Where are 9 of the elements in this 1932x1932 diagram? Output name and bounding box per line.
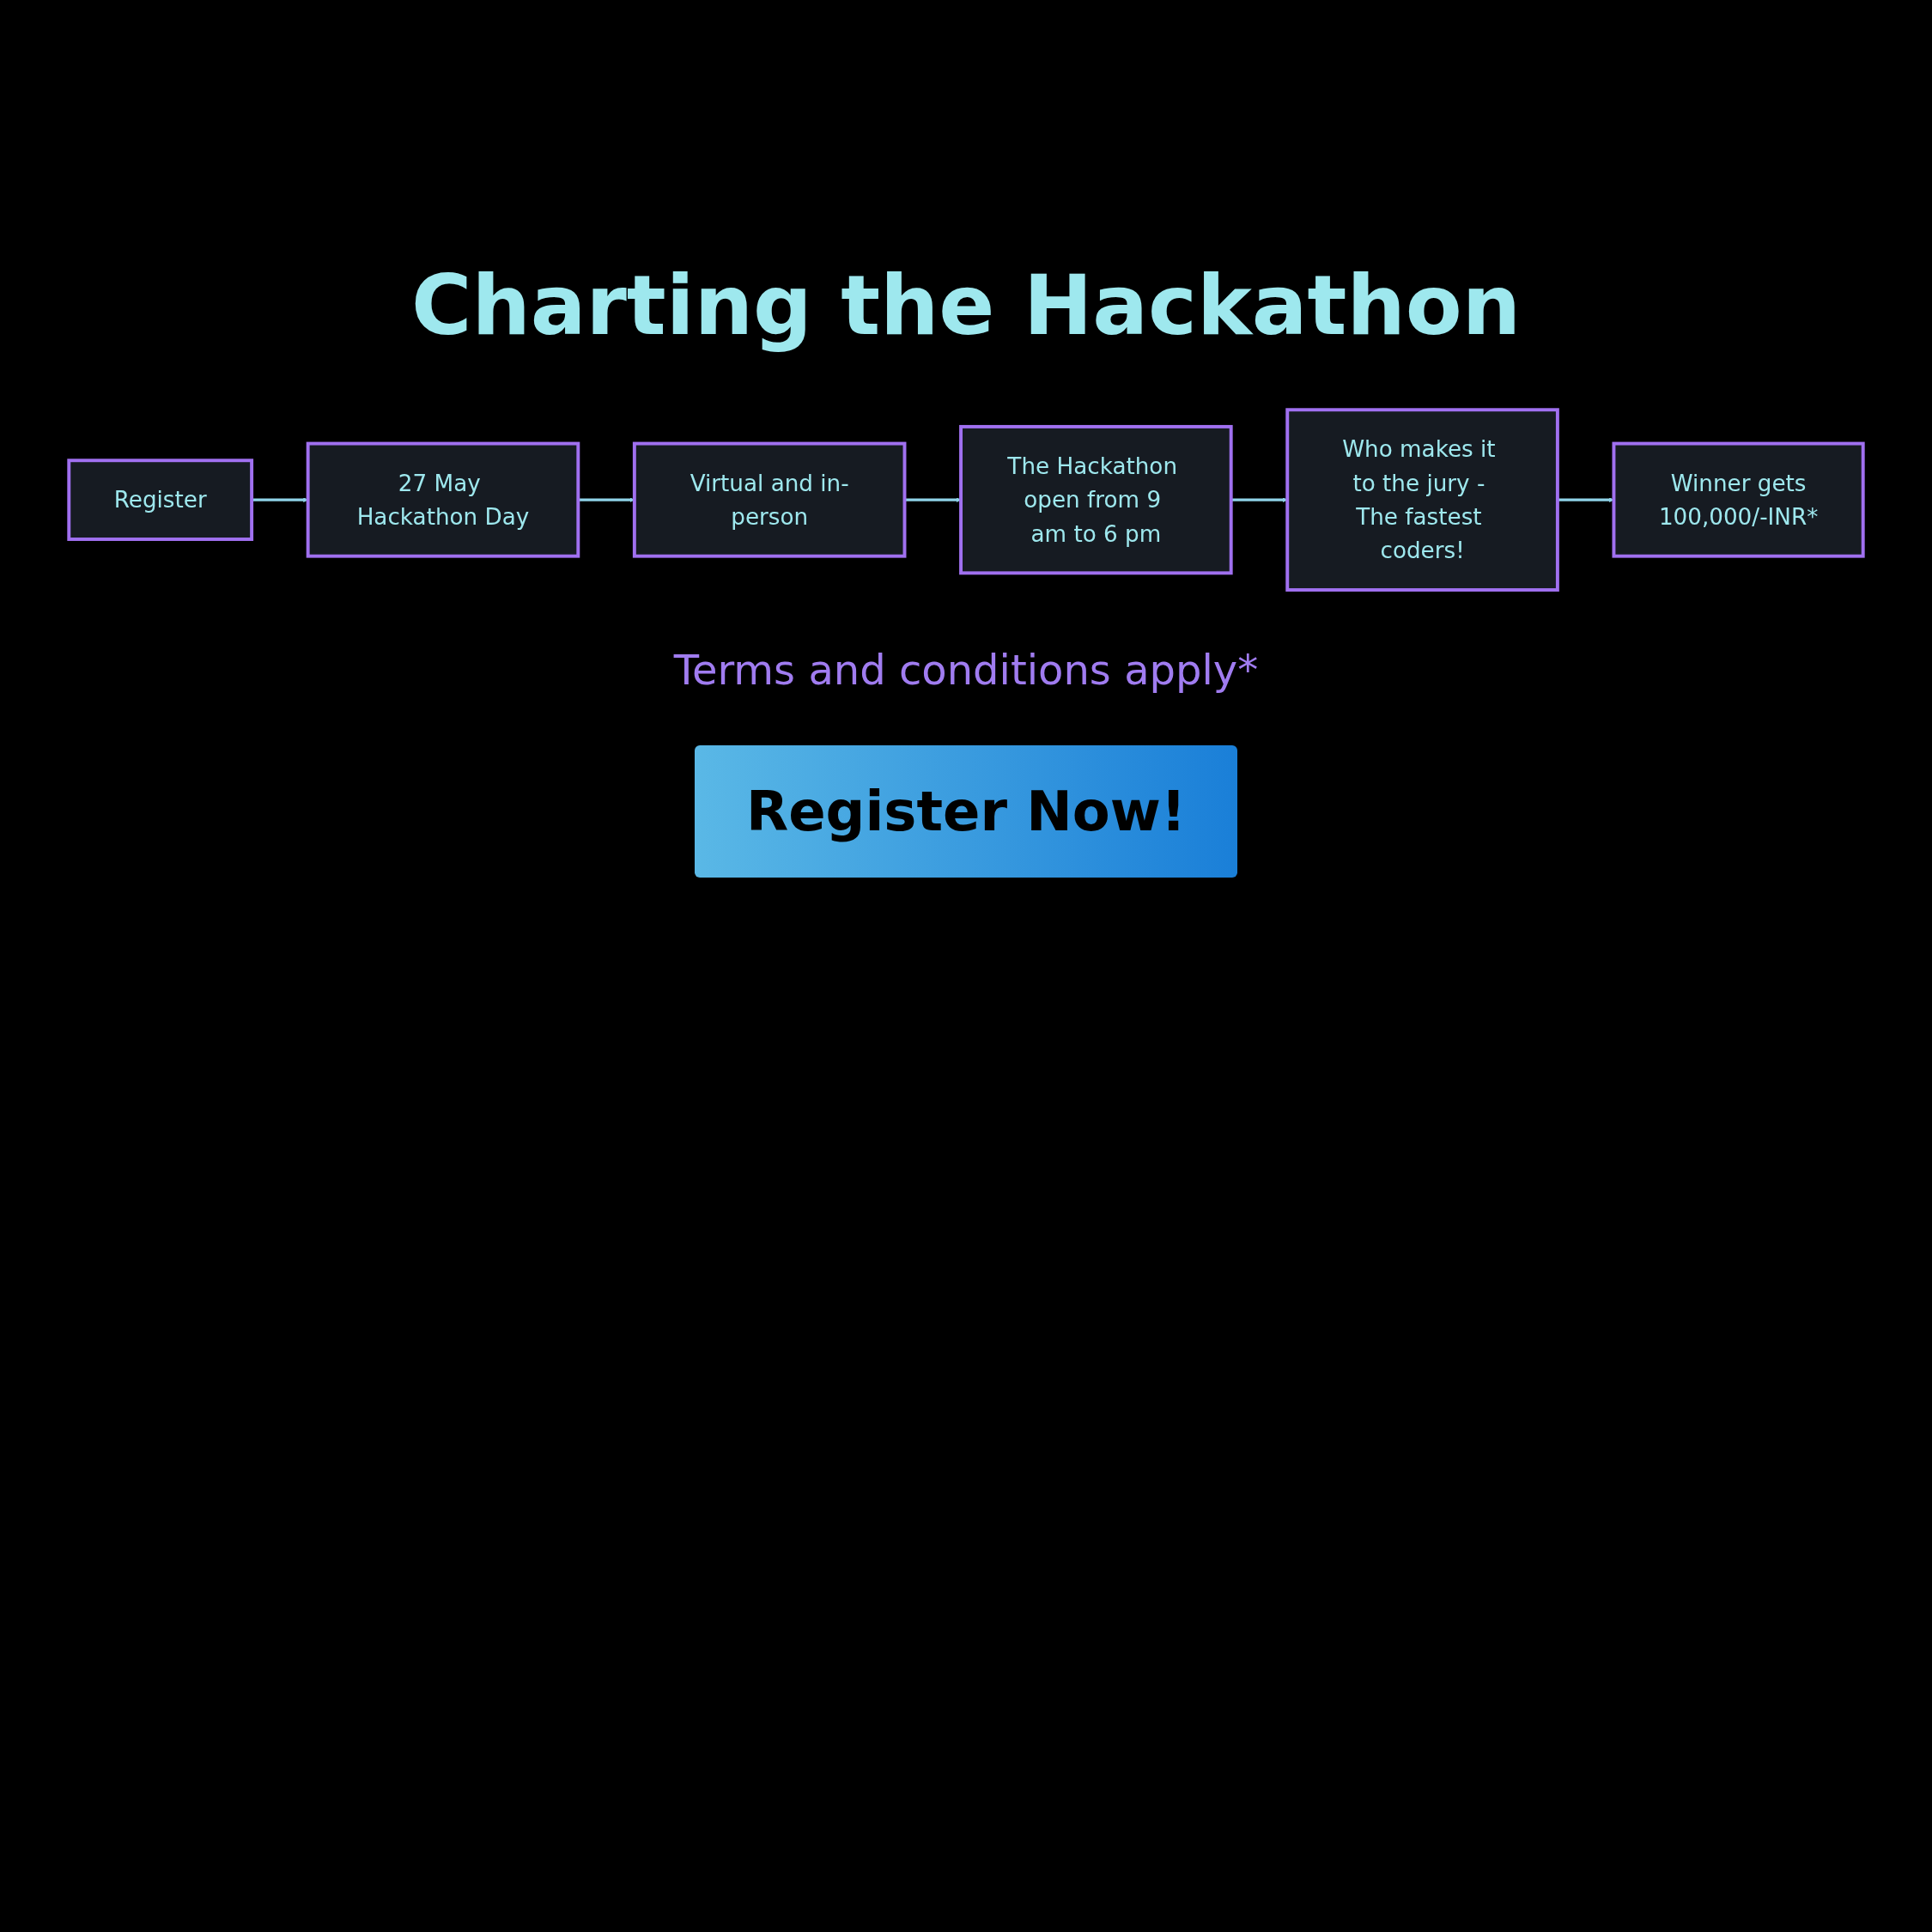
node-box: Virtual and in-person <box>632 441 907 558</box>
node-box: Winner gets 100,000/-INR* <box>1612 441 1865 558</box>
terms-note: Terms and conditions apply* <box>673 646 1259 695</box>
node-box: 27 May Hackathon Day <box>306 441 580 558</box>
node-box: Who makes it to the jury - The fastest coders! <box>1285 408 1559 592</box>
title: Charting the Hackathon <box>410 258 1522 354</box>
node-box: Register <box>67 459 254 541</box>
register-button: Register Now! <box>694 745 1238 878</box>
node-box: The Hackathon open from 9 am to 6 pm <box>959 424 1233 575</box>
